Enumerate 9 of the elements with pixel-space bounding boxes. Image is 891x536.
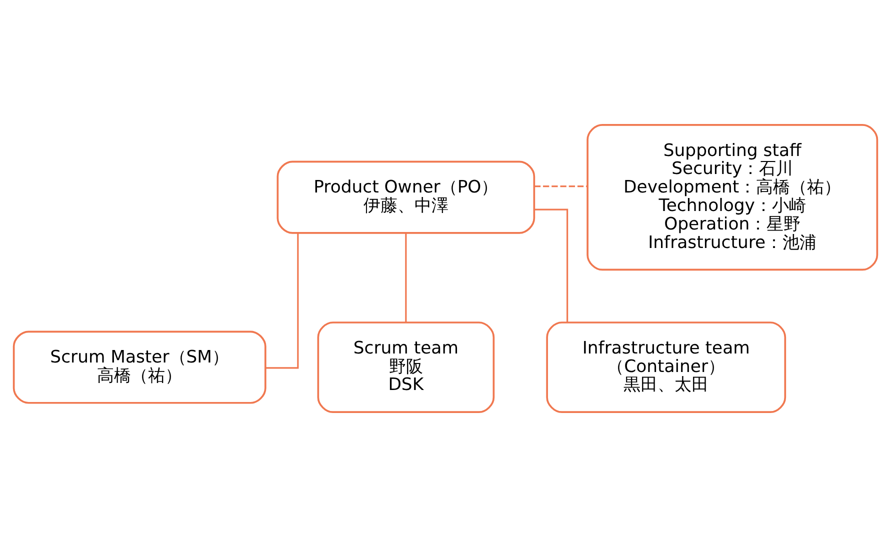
connector (405, 232, 407, 322)
node-box: Product Owner（PO） 伊藤、中澤 (276, 160, 536, 234)
connector (534, 208, 568, 322)
node-box: Scrum team 野阪 DSK (317, 321, 495, 412)
node-box: Infrastructure team （Container） 黒田、太田 (546, 321, 786, 412)
connector (534, 184, 588, 187)
node-box: Supporting staff Security：石川 Development：高橋（祐） Technology：小崎 Operation：星野 Infrastructure：池浦 (586, 124, 878, 270)
node-box: Scrum Master（SM） 高橋（祐） (12, 330, 266, 404)
connector (266, 232, 299, 368)
